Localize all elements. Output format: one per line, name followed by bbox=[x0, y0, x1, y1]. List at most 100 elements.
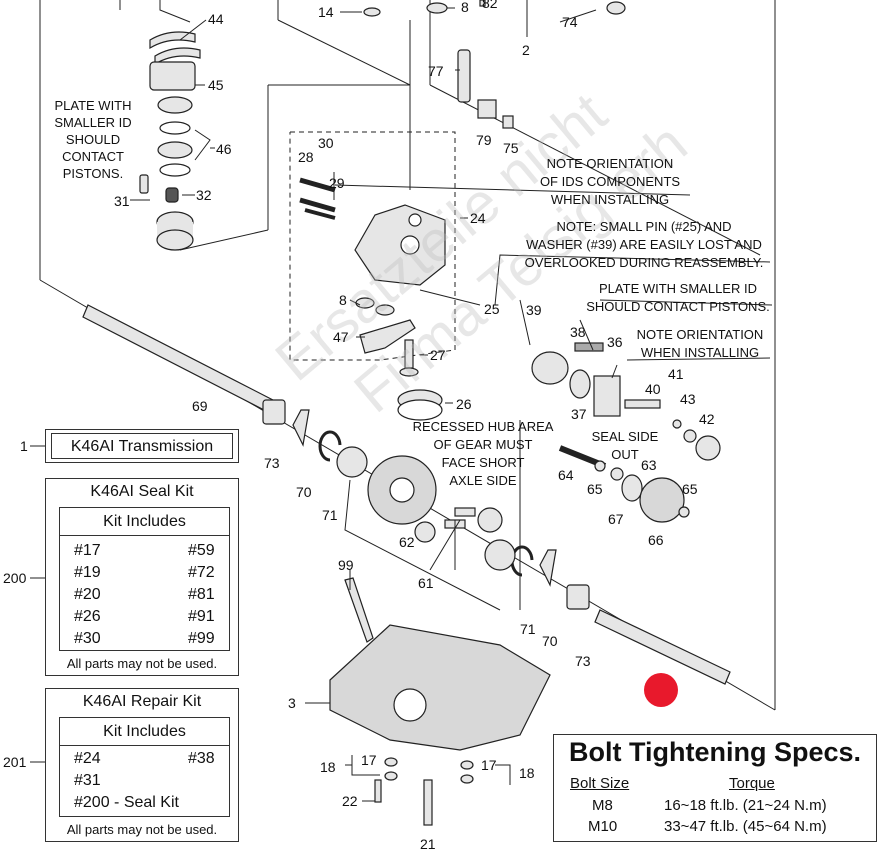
part-bevel-gear-icon bbox=[336, 446, 368, 478]
label-74: 74 bbox=[562, 14, 578, 30]
part-8-cap-icon bbox=[426, 2, 448, 14]
bolt-specs-box: Bolt Tightening Specs. Bolt Size Torque … bbox=[553, 734, 877, 842]
seal-kit-header: Kit Includes bbox=[60, 508, 229, 536]
seal-kit-item: #20 bbox=[74, 586, 101, 603]
label-44: 44 bbox=[208, 11, 224, 27]
svg-text:PLATE WITH SMALLER ID: PLATE WITH SMALLER ID bbox=[599, 281, 757, 296]
part-40-shaft-icon bbox=[624, 399, 661, 409]
label-45: 45 bbox=[208, 77, 224, 93]
part-46-bearing-icon bbox=[157, 141, 193, 159]
ids-assembly-dashed-box bbox=[289, 131, 456, 361]
svg-text:RECESSED HUB AREA: RECESSED HUB AREA bbox=[413, 419, 554, 434]
note-recessed-hub: RECESSED HUB AREA OF GEAR MUST FACE SHOR… bbox=[413, 419, 554, 488]
svg-text:PLATE WITH: PLATE WITH bbox=[54, 98, 131, 113]
note-small-pin: NOTE: SMALL PIN (#25) AND WASHER (#39) A… bbox=[525, 219, 764, 270]
part-41-pin-icon bbox=[672, 419, 682, 429]
transmission-label-inner: K46AI Transmission bbox=[51, 433, 233, 459]
label-69: 69 bbox=[192, 398, 208, 414]
note-ids-orientation: NOTE ORIENTATION OF IDS COMPONENTS WHEN … bbox=[540, 156, 680, 207]
transmission-label-box: K46AI Transmission bbox=[45, 429, 239, 463]
part-44-bracket-icon bbox=[154, 47, 201, 66]
label-3: 3 bbox=[288, 695, 296, 711]
part-31-piston-icon bbox=[139, 174, 149, 194]
label-2: 2 bbox=[522, 42, 530, 58]
part-38-cylinder-icon bbox=[531, 351, 569, 385]
label-22: 22 bbox=[342, 793, 358, 809]
part-8-cap-icon bbox=[375, 304, 395, 316]
label-18-a: 18 bbox=[320, 759, 336, 775]
seal-kit-box: K46AI Seal Kit Kit Includes #17 #59 #19 … bbox=[45, 478, 239, 676]
torque-header: Torque bbox=[729, 775, 775, 792]
svg-text:WASHER (#39) ARE EASILY LOST A: WASHER (#39) ARE EASILY LOST AND bbox=[526, 237, 762, 252]
part-74-seal-icon bbox=[606, 1, 626, 15]
repair-kit-table: Kit Includes #24 #38 #31 #200 - Seal Kit bbox=[59, 717, 230, 817]
part-labels: 44 45 46 31 32 14 8 82 74 2 77 79 75 30 … bbox=[3, 0, 715, 852]
seal-kit-item: #26 bbox=[74, 608, 101, 625]
part-36-plate-icon bbox=[593, 375, 621, 417]
label-75: 75 bbox=[503, 140, 519, 156]
label-37: 37 bbox=[571, 406, 587, 422]
seal-kit-item: #17 bbox=[74, 542, 101, 559]
label-8-top: 8 bbox=[461, 0, 469, 15]
bolt-size-value: M10 bbox=[588, 818, 618, 835]
svg-text:OF IDS COMPONENTS: OF IDS COMPONENTS bbox=[540, 174, 680, 189]
seal-kit-item: #30 bbox=[74, 630, 101, 647]
svg-text:OVERLOOKED DURING REASSEMBLY.: OVERLOOKED DURING REASSEMBLY. bbox=[525, 255, 764, 270]
seal-kit-item: #99 bbox=[188, 630, 215, 647]
seal-kit-item: #19 bbox=[74, 564, 101, 581]
label-63: 63 bbox=[641, 457, 657, 473]
part-17-washer-icon bbox=[460, 760, 474, 770]
bolt-size-value: M8 bbox=[592, 797, 613, 814]
label-39: 39 bbox=[526, 302, 542, 318]
part-67-bearing-icon bbox=[621, 474, 643, 502]
svg-text:PISTONS.: PISTONS. bbox=[63, 166, 123, 181]
part-30-spring-icon bbox=[299, 197, 336, 213]
svg-text:SHOULD CONTACT PISTONS.: SHOULD CONTACT PISTONS. bbox=[586, 299, 769, 314]
repair-kit-item: #31 bbox=[74, 772, 101, 789]
part-63-washer-icon bbox=[610, 467, 624, 481]
part-47-plate-icon bbox=[359, 319, 416, 354]
part-short-axle-icon bbox=[594, 609, 731, 685]
part-75-key-icon bbox=[502, 115, 514, 129]
label-73-b: 73 bbox=[575, 653, 591, 669]
label-61: 61 bbox=[418, 575, 434, 591]
label-46: 46 bbox=[216, 141, 232, 157]
part-22-bolt-icon bbox=[374, 779, 382, 803]
svg-text:NOTE ORIENTATION: NOTE ORIENTATION bbox=[547, 156, 674, 171]
svg-text:OF GEAR MUST: OF GEAR MUST bbox=[434, 437, 533, 452]
label-31: 31 bbox=[114, 193, 130, 209]
bolt-size-header: Bolt Size bbox=[570, 775, 630, 792]
repair-kit-item: #24 bbox=[74, 750, 101, 767]
label-30: 30 bbox=[318, 135, 334, 151]
part-38-spring-icon bbox=[574, 342, 604, 352]
seal-kit-title: K46AI Seal Kit bbox=[90, 483, 194, 500]
leader-lines bbox=[30, 0, 773, 802]
part-66-gear-icon bbox=[639, 477, 685, 523]
part-65-clip-icon bbox=[594, 460, 606, 472]
part-24-center-section-icon bbox=[354, 204, 446, 286]
label-36: 36 bbox=[607, 334, 623, 350]
label-79: 79 bbox=[476, 132, 492, 148]
part-65-clip-icon bbox=[678, 506, 690, 518]
part-70-clip-icon bbox=[292, 409, 310, 447]
part-bevel-gear-icon bbox=[484, 539, 516, 571]
label-43: 43 bbox=[680, 391, 696, 407]
label-8-mid: 8 bbox=[339, 292, 347, 308]
part-45-block-icon bbox=[149, 61, 196, 91]
part-73-bushing-icon bbox=[262, 399, 286, 425]
svg-text:NOTE ORIENTATION: NOTE ORIENTATION bbox=[637, 327, 764, 342]
part-69-axle-icon bbox=[82, 304, 274, 413]
part-17-washer-icon bbox=[384, 757, 398, 767]
label-25: 25 bbox=[484, 301, 500, 317]
label-82: 82 bbox=[482, 0, 498, 11]
part-3-housing-icon bbox=[329, 624, 551, 751]
label-77: 77 bbox=[428, 63, 444, 79]
part-73-bushing-icon bbox=[566, 584, 590, 610]
svg-text:SMALLER ID: SMALLER ID bbox=[54, 115, 131, 130]
part-61-pinion-icon bbox=[414, 521, 436, 543]
label-24: 24 bbox=[470, 210, 486, 226]
svg-text:CONTACT: CONTACT bbox=[62, 149, 124, 164]
label-66: 66 bbox=[648, 532, 664, 548]
svg-text:SHOULD: SHOULD bbox=[66, 132, 120, 147]
